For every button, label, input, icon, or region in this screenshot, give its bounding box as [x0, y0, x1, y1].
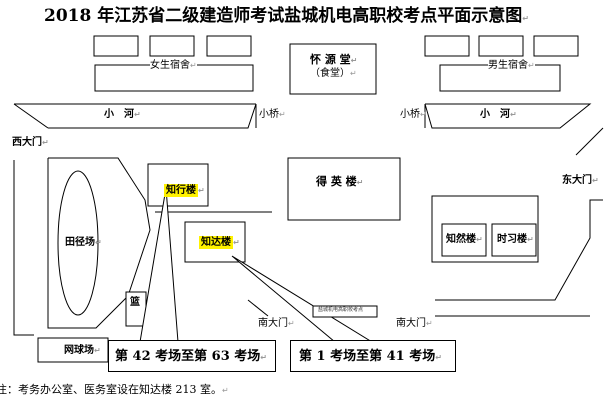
canteen-label: （食堂）↵	[310, 68, 357, 79]
girls-dorm-label: 女生宿舍↵	[150, 60, 197, 71]
top-right-small-box-3	[533, 35, 579, 57]
zhiran-building-label: 知然楼↵	[446, 234, 483, 245]
south-road-left	[247, 299, 269, 317]
river-right-top-bank	[424, 103, 592, 129]
campus-left-boundary	[13, 160, 34, 336]
tennis-court-label: 网球场↵	[64, 345, 101, 356]
left-callout-pointer	[139, 187, 179, 343]
campus-right-boundary	[575, 127, 604, 156]
top-left-small-box-3	[206, 35, 252, 57]
deying-building-label: 得 英 楼↵	[316, 175, 364, 188]
river-left-label: 小 河↵	[104, 109, 141, 120]
zhiran-building	[441, 223, 487, 257]
tennis-court	[37, 337, 109, 363]
left-callout-box: 第 42 考场至第 63 考场↵	[108, 340, 276, 372]
right-callout-pointer	[231, 255, 374, 343]
track-field-label: 田径场↵	[65, 237, 102, 248]
map-title: 2018 年江苏省二级建造师考试盐城机电高职校考点平面示意图↵	[44, 6, 529, 26]
top-right-small-box-1	[424, 35, 470, 57]
zhida-building-label: 知达楼↵	[199, 236, 240, 249]
river-right-label: 小 河↵	[480, 109, 517, 120]
huaiyuan-hall-building	[289, 43, 377, 95]
right-callout-box: 第 1 考场至第 41 考场↵	[290, 340, 456, 372]
left-callout-text: 第 42 考场至第 63 考场↵	[115, 349, 267, 364]
right-callout-text: 第 1 考场至第 41 考场↵	[299, 349, 442, 364]
west-gate-label: 西大门↵	[12, 137, 49, 148]
field-enclosure	[47, 157, 151, 329]
top-left-small-box-1	[93, 35, 139, 57]
deying-building	[287, 157, 401, 221]
zhixing-building-label: 知行楼↵	[164, 184, 205, 197]
partial-building-label: 篮	[130, 297, 140, 308]
river-left-end	[13, 103, 49, 129]
bridge-left-label: 小桥↵	[259, 109, 286, 120]
campus-right-boundary-2	[435, 199, 603, 301]
track-field	[57, 170, 99, 316]
top-left-small-box-2	[149, 35, 195, 57]
east-gate-label: 东大门↵	[562, 175, 599, 186]
river-left-bottom-bank	[48, 103, 257, 129]
shixi-building	[491, 223, 537, 257]
footnote: 注：考务办公室、医务室设在知达楼 213 室。↵	[0, 383, 229, 396]
top-right-small-box-2	[478, 35, 524, 57]
small-sign	[312, 305, 378, 318]
boys-dorm-label: 男生宿舍↵	[488, 60, 535, 71]
bridge-right-label: 小桥↵	[400, 109, 427, 120]
huaiyuan-hall-label: 怀 源 堂↵	[310, 53, 358, 66]
shixi-building-label: 时习楼↵	[497, 234, 534, 245]
south-gate-right-label: 南大门↵	[396, 318, 433, 329]
south-gate-left-label: 南大门↵	[258, 318, 295, 329]
small-sign-label: 盐城机电高职校考点	[318, 307, 364, 313]
